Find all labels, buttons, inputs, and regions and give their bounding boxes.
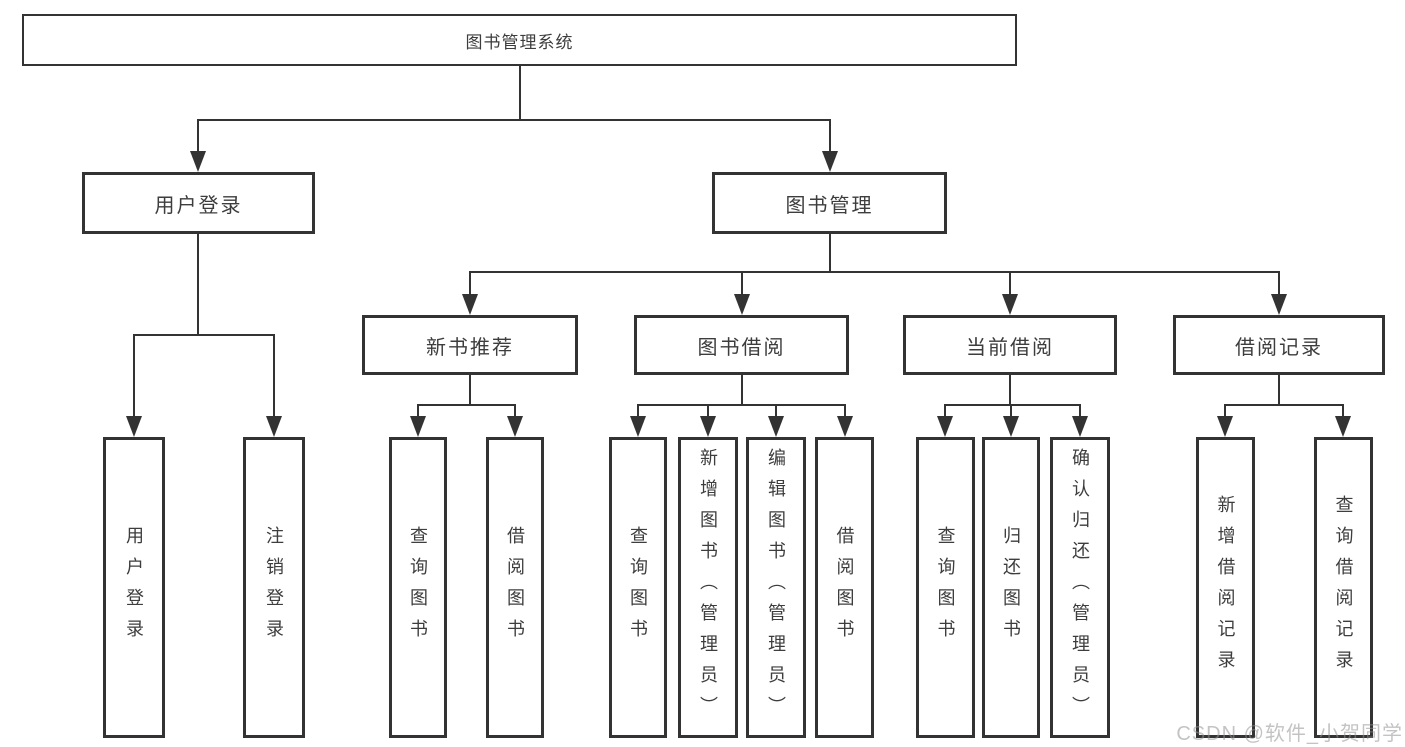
- connector-drop-leaf: [514, 404, 516, 420]
- node-label: 新书推荐: [426, 336, 514, 359]
- node-current-borrow: 当前借阅: [903, 315, 1117, 375]
- leaf-label: 确认归还（管理员）: [1070, 448, 1090, 727]
- node-label: 用户登录: [154, 194, 243, 217]
- connector-rail: [417, 404, 516, 406]
- connector-drop-book-management: [829, 119, 831, 157]
- arrow-down-icon: [937, 416, 953, 437]
- arrow-down-icon: [734, 294, 750, 315]
- connector-rail-level2: [197, 119, 831, 121]
- leaf-label: 编辑图书（管理员）: [766, 448, 786, 727]
- leaf-borrow-book-2: 借阅图书: [815, 437, 874, 738]
- connector-stem: [1009, 375, 1011, 406]
- leaf-label: 查询图书: [408, 525, 428, 650]
- connector-drop-user-login: [197, 119, 199, 157]
- leaf-confirm-return-admin: 确认归还（管理员）: [1050, 437, 1110, 738]
- node-user-login: 用户登录: [82, 172, 315, 234]
- connector-rail-level3: [469, 271, 1280, 273]
- csdn-watermark: CSDN @软件_小贺同学: [1176, 723, 1403, 745]
- leaf-add-book-admin: 新增图书（管理员）: [678, 437, 738, 738]
- connector-stem: [469, 375, 471, 406]
- arrow-down-icon: [190, 151, 206, 172]
- arrow-down-icon: [837, 416, 853, 437]
- connector-stem: [741, 375, 743, 406]
- leaf-logout: 注销登录: [243, 437, 305, 738]
- leaf-return-book: 归还图书: [982, 437, 1040, 738]
- arrow-down-icon: [1217, 416, 1233, 437]
- connector-stem: [1278, 375, 1280, 406]
- arrow-down-icon: [1335, 416, 1351, 437]
- leaf-query-book-2: 查询图书: [609, 437, 667, 738]
- arrow-down-icon: [1002, 294, 1018, 315]
- arrow-down-icon: [1271, 294, 1287, 315]
- leaf-label: 归还图书: [1001, 525, 1021, 650]
- node-label: 图书借阅: [697, 336, 786, 359]
- connector-drop-leaf: [775, 404, 777, 420]
- connector-drop-leaf: [1224, 404, 1226, 420]
- node-book-management: 图书管理: [712, 172, 947, 234]
- node-label: 借阅记录: [1235, 336, 1323, 359]
- connector-drop-leaf: [944, 404, 946, 420]
- arrow-down-icon: [822, 151, 838, 172]
- arrow-down-icon: [507, 416, 523, 437]
- node-root: 图书管理系统: [22, 14, 1017, 66]
- arrow-down-icon: [126, 416, 142, 437]
- connector-drop-book-borrow: [741, 271, 743, 299]
- connector-drop-leaf: [844, 404, 846, 420]
- connector-rail: [1224, 404, 1344, 406]
- arrow-down-icon: [266, 416, 282, 437]
- leaf-user-login: 用户登录: [103, 437, 165, 738]
- connector-drop-leaf: [417, 404, 419, 420]
- arrow-down-icon: [1072, 416, 1088, 437]
- connector-drop-current-borrow: [1009, 271, 1011, 299]
- arrow-down-icon: [1003, 416, 1019, 437]
- connector-drop-borrow-record: [1278, 271, 1280, 299]
- leaf-query-book-3: 查询图书: [916, 437, 975, 738]
- connector-drop-leaf: [707, 404, 709, 420]
- leaf-label: 查询图书: [628, 525, 648, 650]
- arrow-down-icon: [630, 416, 646, 437]
- leaf-query-book-1: 查询图书: [389, 437, 447, 738]
- connector-rail-user-login: [133, 334, 275, 336]
- leaf-label: 注销登录: [264, 525, 284, 650]
- connector-drop-leaf: [273, 334, 275, 420]
- leaf-label: 借阅图书: [505, 525, 525, 650]
- connector-book-management-stem: [829, 234, 831, 273]
- node-root-label: 图书管理系统: [465, 32, 574, 52]
- connector-rail: [637, 404, 846, 406]
- leaf-label: 查询借阅记录: [1333, 494, 1354, 681]
- leaf-label: 用户登录: [124, 525, 144, 650]
- leaf-edit-book-admin: 编辑图书（管理员）: [746, 437, 806, 738]
- leaf-label: 借阅图书: [834, 525, 855, 650]
- connector-drop-leaf: [637, 404, 639, 420]
- arrow-down-icon: [462, 294, 478, 315]
- connector-drop-new-book: [469, 271, 471, 299]
- connector-root-stem: [519, 66, 521, 120]
- connector-drop-leaf: [1342, 404, 1344, 420]
- leaf-borrow-book-1: 借阅图书: [486, 437, 544, 738]
- connector-drop-leaf: [1010, 404, 1012, 420]
- leaf-add-borrow-record: 新增借阅记录: [1196, 437, 1255, 738]
- node-book-borrow: 图书借阅: [634, 315, 849, 375]
- connector-drop-leaf: [1079, 404, 1081, 420]
- leaf-label: 查询图书: [935, 525, 956, 650]
- leaf-query-borrow-record: 查询借阅记录: [1314, 437, 1373, 738]
- connector-user-login-stem: [197, 234, 199, 336]
- node-label: 图书管理: [785, 194, 874, 217]
- connector-drop-leaf: [133, 334, 135, 420]
- node-label: 当前借阅: [966, 336, 1054, 359]
- leaf-label: 新增借阅记录: [1215, 494, 1236, 681]
- node-borrow-record: 借阅记录: [1173, 315, 1385, 375]
- arrow-down-icon: [700, 416, 716, 437]
- arrow-down-icon: [768, 416, 784, 437]
- connector-rail: [944, 404, 1081, 406]
- arrow-down-icon: [410, 416, 426, 437]
- node-new-book-recommend: 新书推荐: [362, 315, 578, 375]
- leaf-label: 新增图书（管理员）: [698, 448, 718, 727]
